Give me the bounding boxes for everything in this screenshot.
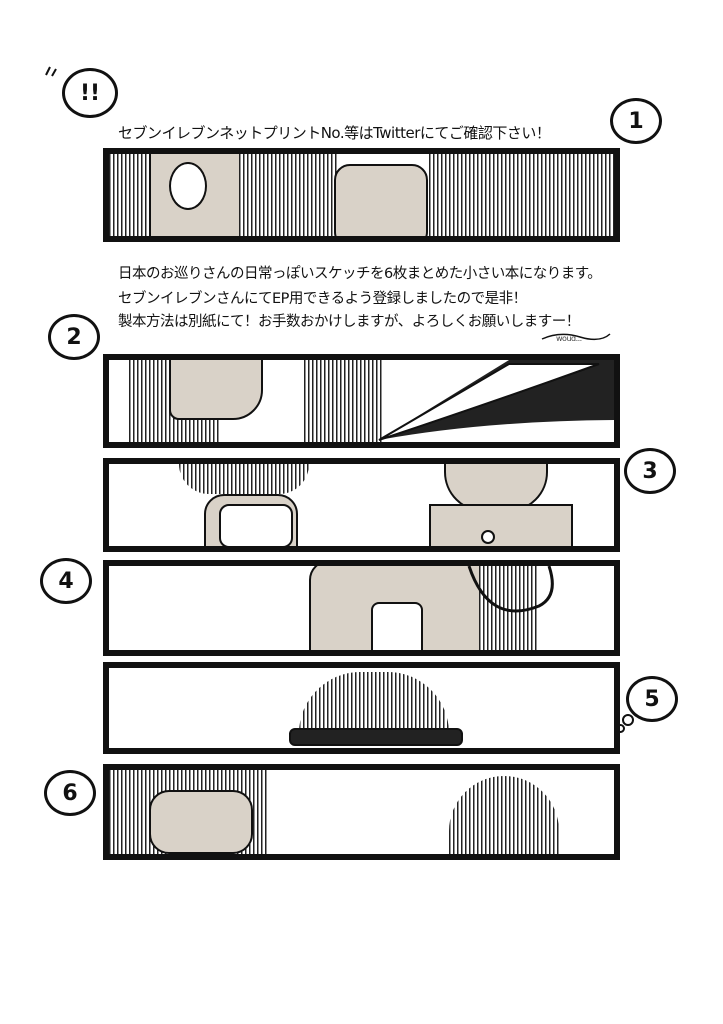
- panel-6: [103, 764, 620, 860]
- signature-stroke: [540, 326, 612, 341]
- motion-lines-icon: [44, 62, 58, 77]
- exclaim-bubble: !!: [62, 68, 118, 118]
- panel-number-1: 1: [610, 98, 662, 144]
- cap-brim: [369, 360, 614, 442]
- cap-band: [289, 728, 463, 746]
- panel-5: [103, 662, 620, 754]
- police-badge: [371, 602, 423, 650]
- exclaim-text: !!: [79, 80, 101, 106]
- police-badge: [169, 162, 207, 210]
- panel-number-3: 3: [624, 448, 676, 494]
- cap: [179, 464, 309, 494]
- cap: [449, 776, 559, 854]
- button-icon: [481, 530, 495, 544]
- bubble-tail: [622, 714, 634, 726]
- panel-1: [103, 148, 620, 242]
- description-line-2: セブンイレブンさんにてEP用できるよう登録しましたので是非！: [118, 291, 527, 307]
- panel-3: [103, 458, 620, 552]
- uniform-texture: [304, 360, 384, 442]
- description-line-3: 製本方法は別紙にて！お手数おかけしますが、よろしくお願いしますー！: [118, 314, 580, 330]
- face-mask: [219, 504, 293, 546]
- fist: [149, 790, 253, 854]
- lanyard: [449, 566, 569, 650]
- uniform-texture: [429, 154, 614, 236]
- panel-number-5: 5: [626, 676, 678, 722]
- panel-number-2: 2: [48, 314, 100, 360]
- uniform-texture: [239, 154, 339, 236]
- hand: [334, 164, 428, 236]
- panel-2: [103, 354, 620, 448]
- panel-number-4: 4: [40, 558, 92, 604]
- shirt-collar: [429, 504, 573, 546]
- panel-4: [103, 560, 620, 656]
- notice-line: セブンイレブンネットプリントNo.等はTwitterにてご確認下さい！: [118, 124, 551, 142]
- description-line-1: 日本のお巡りさんの日常っぽいスケッチを6枚まとめた小さい本になります。: [118, 266, 602, 282]
- arm: [169, 360, 263, 420]
- panel-number-6: 6: [44, 770, 96, 816]
- signature: woud...: [556, 334, 582, 343]
